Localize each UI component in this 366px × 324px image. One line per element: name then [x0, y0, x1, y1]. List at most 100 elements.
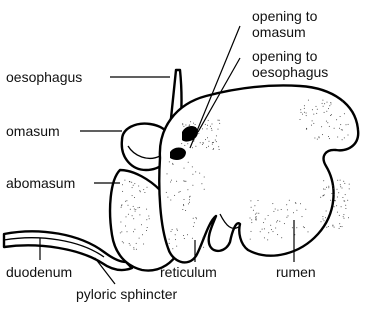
- stipple-dot: [203, 142, 204, 143]
- stipple-dot: [281, 209, 282, 210]
- stipple-dot: [256, 213, 257, 214]
- stipple-dot: [273, 231, 274, 232]
- stipple-dot: [195, 171, 196, 172]
- stipple-dot: [347, 200, 348, 201]
- stipple-dot: [313, 123, 314, 124]
- stipple-dot: [173, 164, 174, 165]
- stipple-dot: [134, 197, 135, 198]
- stipple-dot: [306, 128, 307, 129]
- stipple-dot: [255, 214, 256, 215]
- stipple-dot: [322, 100, 323, 101]
- stipple-dot: [326, 121, 327, 122]
- stipple-dot: [139, 238, 140, 239]
- stipple-dot: [304, 227, 305, 228]
- stipple-dot: [337, 180, 338, 181]
- stipple-dot: [187, 189, 188, 190]
- stipple-dot: [182, 209, 183, 210]
- stipple-dot: [322, 103, 323, 104]
- stipple-dot: [183, 180, 184, 181]
- stipple-dot: [288, 215, 289, 216]
- stipple-dot: [322, 134, 323, 135]
- stipple-dot: [334, 128, 335, 129]
- stipple-dot: [176, 229, 177, 230]
- stipple-dot: [296, 227, 297, 228]
- stipple-dot: [325, 189, 326, 190]
- stipple-dot: [326, 187, 327, 188]
- stipple-dot: [208, 120, 209, 121]
- stipple-dot: [188, 162, 189, 163]
- stipple-dot: [138, 207, 139, 208]
- stipple-dot: [170, 200, 171, 201]
- stipple-dot: [268, 232, 269, 233]
- stipple-dot: [250, 218, 251, 219]
- stipple-dot: [337, 212, 338, 213]
- stipple-dot: [134, 249, 135, 250]
- stipple-dot: [175, 239, 176, 240]
- stipple-dot: [325, 217, 326, 218]
- stipple-dot: [305, 209, 306, 210]
- stipple-dot: [300, 119, 301, 120]
- stipple-dot: [303, 226, 304, 227]
- stipple-dot: [218, 120, 219, 121]
- label-abomasum: abomasum: [6, 175, 75, 191]
- stipple-dot: [192, 147, 193, 148]
- stipple-dot: [203, 237, 204, 238]
- stipple-dot: [275, 209, 276, 210]
- stipple-dot: [342, 139, 343, 140]
- stipple-dot: [258, 213, 259, 214]
- stipple-dot: [131, 182, 132, 183]
- stipple-dot: [330, 200, 331, 201]
- stipple-dot: [337, 197, 338, 198]
- stipple-dot: [334, 227, 335, 228]
- stipple-dot: [322, 195, 323, 196]
- stipple-dot: [218, 146, 219, 147]
- stipple-dot: [277, 210, 278, 211]
- stipple-dot: [123, 242, 124, 243]
- stipple-dot: [182, 124, 183, 125]
- stipple-dot: [183, 204, 184, 205]
- stipple-dot: [333, 188, 334, 189]
- stipple-dot: [172, 163, 173, 164]
- stipple-dot: [329, 126, 330, 127]
- stipple-dot: [339, 128, 340, 129]
- stipple-dot: [273, 211, 274, 212]
- stipple-dot: [193, 123, 194, 124]
- stipple-dot: [171, 231, 172, 232]
- stipple-dot: [212, 124, 213, 125]
- stipple-dot: [189, 199, 190, 200]
- stipple-dot: [334, 200, 335, 201]
- stipple-dot: [256, 216, 257, 217]
- stipple-dot: [323, 106, 324, 107]
- stipple-dot: [306, 115, 307, 116]
- stipple-dot: [321, 126, 322, 127]
- stipple-dot: [129, 181, 130, 182]
- stipple-dot: [301, 112, 302, 113]
- stipple-dot: [343, 181, 344, 182]
- stipple-dot: [332, 225, 333, 226]
- stipple-dot: [184, 199, 185, 200]
- stipple-dot: [128, 205, 129, 206]
- stipple-dot: [330, 102, 331, 103]
- stipple-dot: [134, 229, 135, 230]
- stipple-dot: [195, 124, 196, 125]
- label-omasum: omasum: [6, 123, 60, 139]
- stipple-dot: [265, 219, 266, 220]
- stipple-dot: [204, 177, 205, 178]
- stipple-dot: [329, 105, 330, 106]
- stipple-dot: [345, 208, 346, 209]
- stipple-dot: [262, 229, 263, 230]
- stipple-dot: [344, 201, 345, 202]
- stipple-dot: [260, 231, 261, 232]
- stipple-dot: [187, 143, 188, 144]
- stipple-dot: [255, 217, 256, 218]
- stipple-dot: [314, 138, 315, 139]
- stipple-dot: [344, 137, 345, 138]
- stipple-dot: [304, 105, 305, 106]
- stipple-dot: [271, 229, 272, 230]
- stipple-dot: [120, 232, 121, 233]
- stipple-dot: [124, 180, 125, 181]
- stipple-dot: [254, 205, 255, 206]
- stipple-dot: [144, 192, 145, 193]
- stipple-dot: [129, 243, 130, 244]
- stipple-dot: [287, 209, 288, 210]
